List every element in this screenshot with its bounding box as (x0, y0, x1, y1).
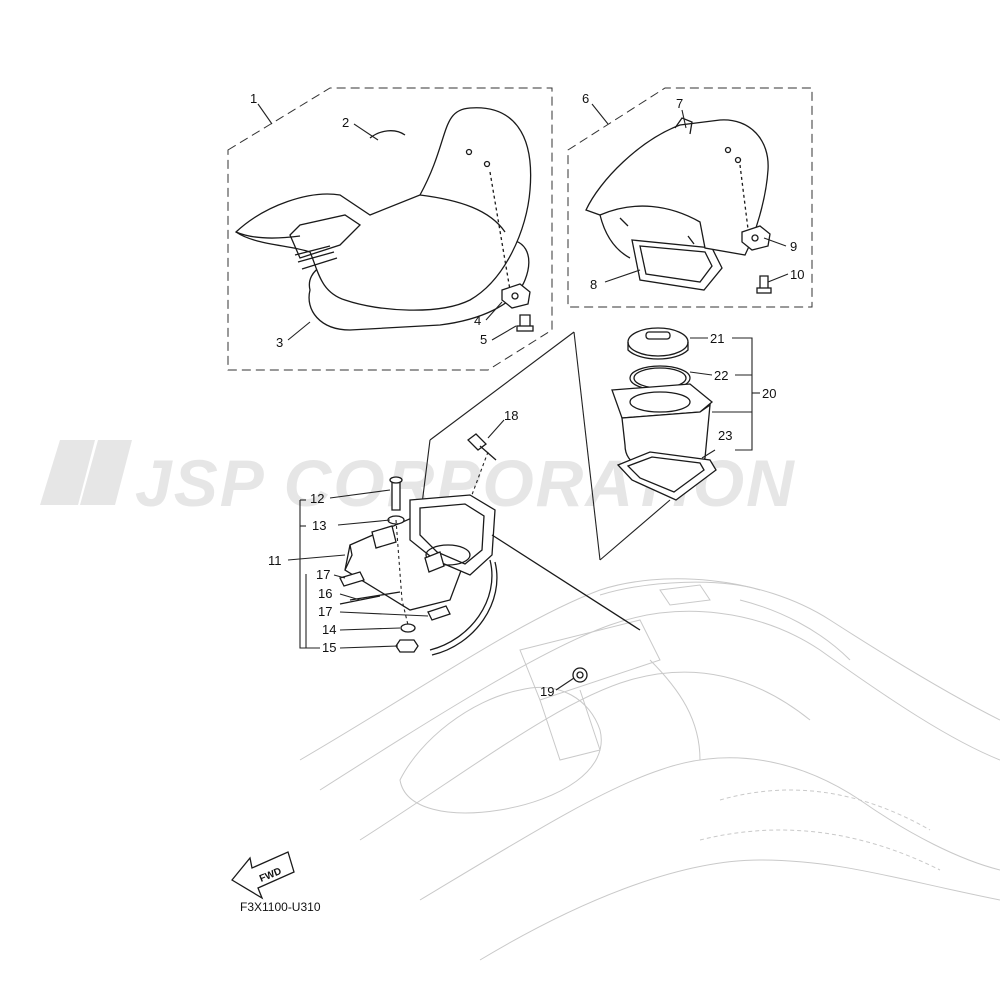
callout-3: 3 (276, 335, 283, 350)
rear-seat-bolt (756, 275, 772, 294)
seat-assembly (234, 107, 532, 331)
callout-1: 1 (250, 91, 257, 106)
rear-seat-bracket (741, 225, 771, 251)
bolt-12 (389, 476, 403, 511)
callout-23: 23 (718, 428, 732, 443)
fwd-arrow-icon: FWD (231, 851, 295, 900)
callout-8: 8 (590, 277, 597, 292)
callout-5: 5 (480, 332, 487, 347)
callout-17a: 17 (316, 567, 330, 582)
callout-16: 16 (318, 586, 332, 601)
callout-13: 13 (312, 518, 326, 533)
callout-2: 2 (342, 115, 349, 130)
seat-bolt (516, 314, 534, 332)
callout-21: 21 (710, 331, 724, 346)
callout-4: 4 (474, 313, 481, 328)
callout-20: 20 (762, 386, 776, 401)
callouts: 1 2 3 4 5 6 7 8 9 10 11 12 13 14 15 16 1… (250, 91, 804, 699)
storage-gasket (616, 451, 717, 501)
diagram-code: F3X1100-U310 (240, 900, 321, 914)
leader-lines (257, 103, 789, 691)
callout-12: 12 (310, 491, 324, 506)
spacer-17a (339, 571, 365, 587)
callout-17b: 17 (318, 604, 332, 619)
callout-14: 14 (322, 622, 336, 637)
assembly-line (573, 331, 601, 561)
washer-14 (400, 623, 416, 633)
callout-10: 10 (790, 267, 804, 282)
rear-seat-assembly (585, 117, 769, 291)
storage-cap (627, 327, 689, 360)
seat-group-box (227, 87, 553, 371)
callout-6: 6 (582, 91, 589, 106)
assembly-line (599, 499, 671, 561)
callout-18: 18 (504, 408, 518, 423)
hull-outline (299, 578, 1000, 961)
seat-bracket (501, 283, 531, 309)
fastener-19 (572, 667, 588, 683)
callout-22: 22 (714, 368, 728, 383)
nut-15 (395, 639, 419, 653)
watermark-logo-icon (40, 440, 132, 505)
storage-bracket-plate (344, 494, 641, 656)
callout-7: 7 (676, 96, 683, 111)
callout-15: 15 (322, 640, 336, 655)
callout-19: 19 (540, 684, 554, 699)
assembly-line (429, 331, 575, 441)
callout-11: 11 (268, 553, 282, 568)
rear-seat-group-box (567, 87, 813, 308)
callout-9: 9 (790, 239, 797, 254)
spacer-17b (427, 605, 451, 621)
